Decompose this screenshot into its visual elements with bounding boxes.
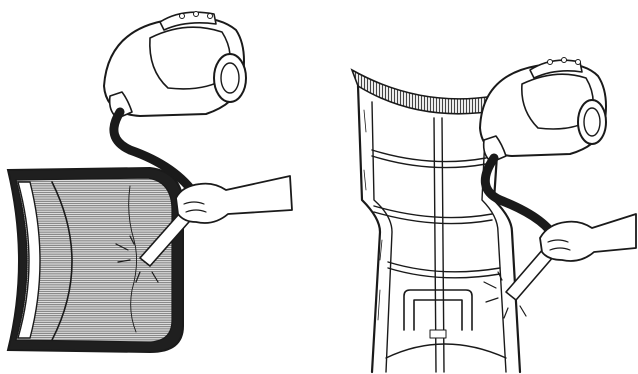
vacuum-wheel-inner [584, 108, 600, 136]
nozzle-and-hand-2 [484, 214, 636, 318]
vacuum-cleaner-2 [480, 58, 606, 163]
frame-bottom-arc [386, 344, 506, 358]
frame-top-band [352, 70, 500, 114]
panel-right [352, 58, 636, 373]
frame-bottom-tab [430, 330, 446, 338]
hand [540, 214, 636, 261]
frame-bottom-notch [404, 290, 472, 330]
vacuum-cleaner [104, 12, 246, 119]
curved-filter [8, 168, 183, 352]
panel-left [8, 12, 292, 353]
vacuum-wheel-inner [221, 63, 239, 93]
hand [176, 176, 292, 223]
